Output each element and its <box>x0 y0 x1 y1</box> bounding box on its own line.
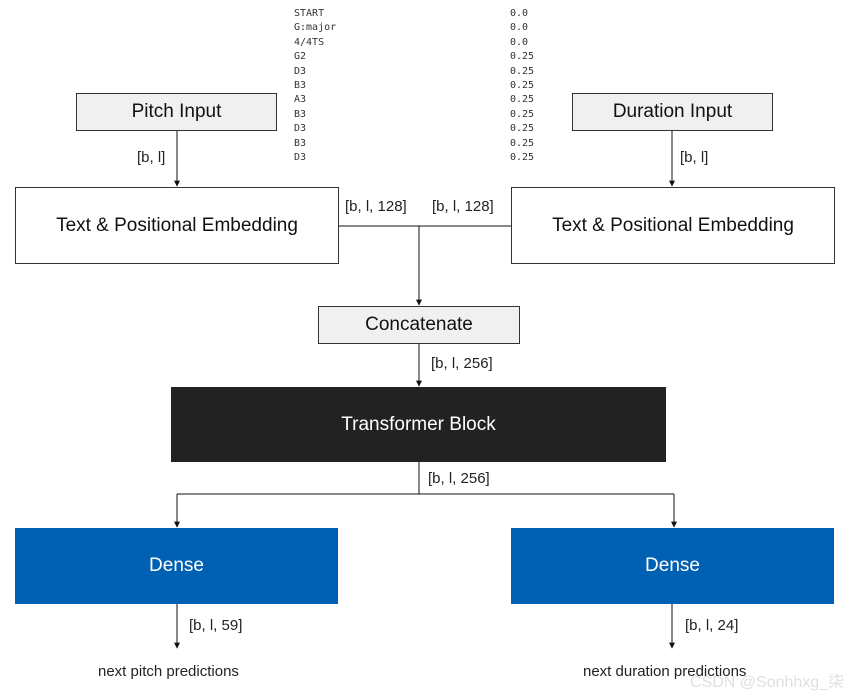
token-duration: 0.25 <box>510 51 535 63</box>
token-row: START 0.0 <box>294 7 544 21</box>
transformer-node: Transformer Block <box>171 387 666 462</box>
duration-dense-label: Dense <box>645 555 700 576</box>
token-row: B3 0.25 <box>294 137 544 151</box>
token-note: G2 <box>294 51 307 63</box>
duration-input-shape-label: [b, l] <box>680 149 709 166</box>
pitch-output-caption: next pitch predictions <box>98 663 239 680</box>
token-duration: 0.25 <box>510 137 535 149</box>
duration-input-node: Duration Input <box>572 93 773 131</box>
token-duration: 0.0 <box>510 36 529 48</box>
transformer-shape-label: [b, l, 256] <box>428 470 490 487</box>
token-duration: 0.25 <box>510 65 535 77</box>
pitch-dense-label: Dense <box>149 555 204 576</box>
token-note: B3 <box>294 79 307 91</box>
token-row: G2 0.25 <box>294 50 544 64</box>
concatenate-label: Concatenate <box>365 314 473 335</box>
token-duration: 0.0 <box>510 8 529 19</box>
token-row: A3 0.25 <box>294 93 544 107</box>
pitch-input-label: Pitch Input <box>131 101 222 122</box>
token-row: D3 0.25 <box>294 122 544 136</box>
pitch-input-node: Pitch Input <box>76 93 277 131</box>
token-duration: 0.25 <box>510 151 535 163</box>
token-row: 4/4TS 0.0 <box>294 36 544 50</box>
concatenate-node: Concatenate <box>318 306 520 344</box>
token-row: D3 0.25 <box>294 65 544 79</box>
pitch-input-shape-label: [b, l] <box>137 149 166 166</box>
duration-dense-shape-label: [b, l, 24] <box>685 617 739 634</box>
pitch-dense-node: Dense <box>15 528 338 604</box>
duration-embedding-node: Text & Positional Embedding <box>511 187 835 264</box>
token-row: B3 0.25 <box>294 108 544 122</box>
pitch-embed-shape-label: [b, l, 128] <box>345 198 407 215</box>
csdn-watermark: CSDN @Sonhhxg_柒 <box>690 674 845 691</box>
duration-output-caption: next duration predictions <box>583 663 747 680</box>
token-note: 4/4TS <box>294 36 325 48</box>
token-row: G:major 0.0 <box>294 21 544 35</box>
transformer-label: Transformer Block <box>341 413 496 435</box>
token-note: START <box>294 8 325 19</box>
token-note: A3 <box>294 94 307 106</box>
token-row: D3 0.25 <box>294 151 544 165</box>
token-note: B3 <box>294 137 307 149</box>
pitch-dense-shape-label: [b, l, 59] <box>189 617 243 634</box>
duration-embedding-label: Text & Positional Embedding <box>552 214 794 236</box>
token-duration: 0.25 <box>510 108 535 120</box>
token-note: D3 <box>294 65 307 77</box>
duration-input-label: Duration Input <box>612 101 733 122</box>
token-duration: 0.25 <box>510 79 535 91</box>
token-duration: 0.25 <box>510 123 535 135</box>
pitch-embedding-node: Text & Positional Embedding <box>15 187 339 264</box>
token-note: D3 <box>294 123 307 135</box>
token-duration: 0.0 <box>510 22 529 34</box>
duration-dense-node: Dense <box>511 528 834 604</box>
duration-embed-shape-label: [b, l, 128] <box>432 198 494 215</box>
token-note: G:major <box>294 22 337 34</box>
token-note: D3 <box>294 151 307 163</box>
token-row: B3 0.25 <box>294 79 544 93</box>
token-duration: 0.25 <box>510 94 535 106</box>
concat-shape-label: [b, l, 256] <box>431 355 493 372</box>
token-note: B3 <box>294 108 307 120</box>
pitch-embedding-label: Text & Positional Embedding <box>56 214 298 236</box>
